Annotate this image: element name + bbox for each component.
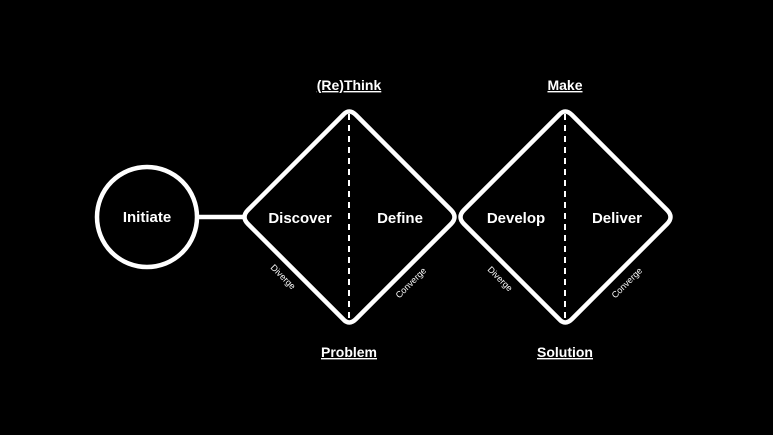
stage-define-label: Define [377,210,423,227]
problem-diamond [242,109,457,325]
second-converge-label: Converge [610,266,645,301]
phase-problem-label: Problem [321,344,377,360]
initiate-label: Initiate [123,209,171,226]
solution-diamond [458,109,673,325]
phase-solution-label: Solution [537,344,593,360]
stage-deliver-label: Deliver [592,210,642,227]
phase-rethink-label: (Re)Think [317,77,382,93]
first-converge-label: Converge [394,266,429,301]
stage-develop-label: Develop [487,210,545,227]
stage-discover-label: Discover [268,210,332,227]
phase-make-label: Make [547,77,582,93]
